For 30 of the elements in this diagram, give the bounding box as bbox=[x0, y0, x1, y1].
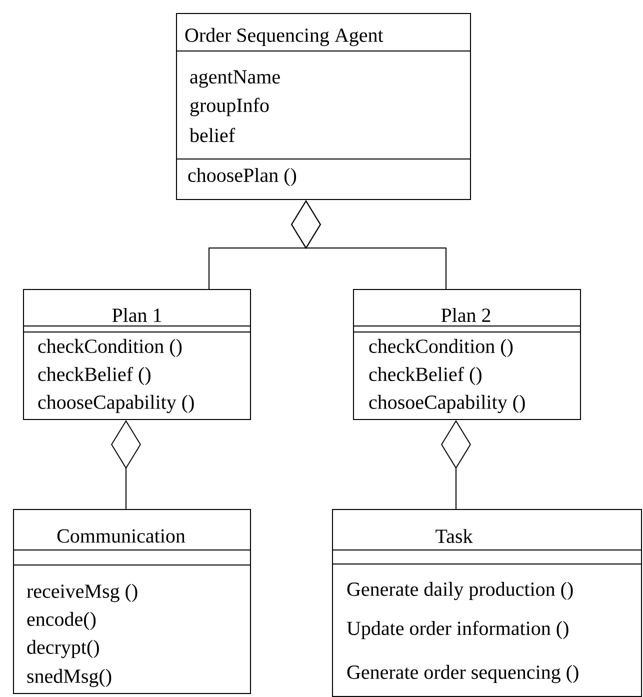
operation: receiveMsg () bbox=[26, 584, 138, 602]
class-box bbox=[12, 509, 251, 694]
operation: chosoeCapability () bbox=[369, 394, 525, 414]
operation: choosePlan () bbox=[188, 168, 296, 186]
aggregation-line bbox=[441, 420, 471, 510]
attribute: agentName bbox=[190, 70, 280, 88]
attribute: belief bbox=[190, 128, 236, 142]
operation: decrypt() bbox=[27, 640, 99, 658]
operation: snedMsg() bbox=[27, 668, 112, 688]
operation: checkBelief () bbox=[369, 366, 482, 386]
class-name: Order Sequencing Agent bbox=[185, 28, 384, 46]
class-name: Plan 1 bbox=[112, 308, 162, 322]
class-name: Plan 2 bbox=[441, 308, 490, 322]
class-name: Communication bbox=[57, 529, 186, 543]
attribute: groupInfo bbox=[190, 98, 269, 116]
class-box bbox=[352, 289, 581, 420]
class-box bbox=[176, 13, 471, 200]
operation: Generate daily production () bbox=[347, 582, 573, 600]
operation: Update order information () bbox=[346, 620, 568, 640]
class-name: Task bbox=[436, 528, 473, 544]
class-box bbox=[332, 509, 642, 697]
operation: chooseCapability () bbox=[38, 394, 194, 414]
operation: encode() bbox=[27, 612, 96, 630]
operation: checkBelief () bbox=[38, 366, 150, 386]
operation: checkCondition () bbox=[38, 338, 182, 358]
aggregation-line bbox=[291, 200, 446, 290]
class-box bbox=[22, 289, 251, 420]
operation: checkCondition () bbox=[369, 338, 513, 358]
aggregation-line bbox=[111, 420, 141, 510]
operation: Generate order sequencing () bbox=[347, 664, 578, 684]
